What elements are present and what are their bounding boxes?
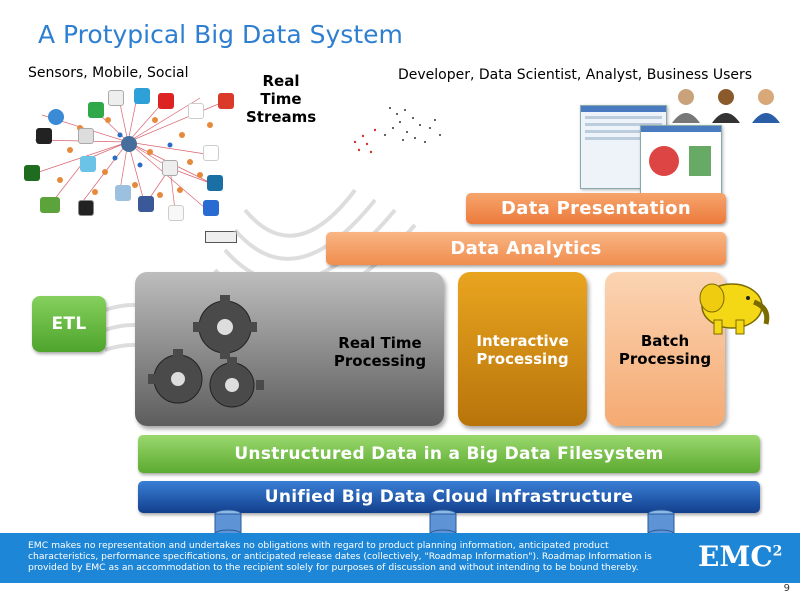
realtime-processing-label: Real Time Processing (333, 334, 427, 370)
twitter-icon (80, 156, 96, 172)
etl-box: ETL (32, 296, 106, 352)
page-title: A Protypical Big Data System (38, 20, 403, 49)
linkedin-icon (207, 175, 223, 191)
database-icon (647, 509, 675, 539)
plaxo-icon (78, 128, 94, 144)
wordpress-icon (121, 136, 137, 152)
cc-license-icon (205, 231, 237, 243)
streams-label: Real Time Streams (246, 72, 317, 126)
user-icon (752, 89, 780, 123)
rss-icon (36, 128, 52, 144)
flickr-dots-icon (188, 103, 204, 119)
google-icon (162, 160, 178, 176)
social-network-graph (29, 91, 229, 211)
cloud-infrastructure-bar: Unified Big Data Cloud Infrastructure (138, 481, 760, 513)
users-label: Developer, Data Scientist, Analyst, Busi… (398, 67, 753, 83)
delicious-icon (78, 200, 94, 216)
qlik-icon (40, 197, 60, 213)
gears-icon (148, 295, 264, 408)
filesystem-bar: Unstructured Data in a Big Data Filesyst… (138, 435, 760, 473)
user-icon (672, 89, 700, 123)
sources-label: Sensors, Mobile, Social (28, 65, 189, 81)
flickr-icon (108, 90, 124, 106)
interactive-processing-label: Interactive Processing (476, 332, 569, 368)
hadoop-elephant-icon (699, 283, 770, 335)
users-group (672, 89, 780, 123)
myspace-icon (115, 185, 131, 201)
phone-icon (88, 102, 104, 118)
batch-processing-label: Batch Processing (618, 332, 712, 368)
footer-band (0, 533, 800, 583)
user-icon (712, 89, 740, 123)
emc-logo: EMC2 (698, 540, 783, 573)
lastfm-icon (218, 93, 234, 109)
vimeo-icon (134, 88, 150, 104)
data-analytics-bar: Data Analytics (326, 232, 726, 265)
interactive-processing-panel: Interactive Processing (458, 272, 587, 426)
cc-icon (203, 145, 219, 161)
triangle-icon (168, 205, 184, 221)
footer-disclaimer: EMC makes no representation and undertak… (28, 540, 652, 573)
stream-scatter (353, 107, 441, 154)
page-number: 9 (783, 583, 790, 594)
windows-live-icon (203, 200, 219, 216)
data-presentation-bar: Data Presentation (466, 193, 726, 224)
youtube-icon (158, 93, 174, 109)
facebook-icon (138, 196, 154, 212)
skype-icon (48, 109, 64, 125)
chart-screenshot (640, 125, 722, 195)
realtime-processing-panel: Real Time Processing (135, 272, 444, 426)
digg-icon (24, 165, 40, 181)
